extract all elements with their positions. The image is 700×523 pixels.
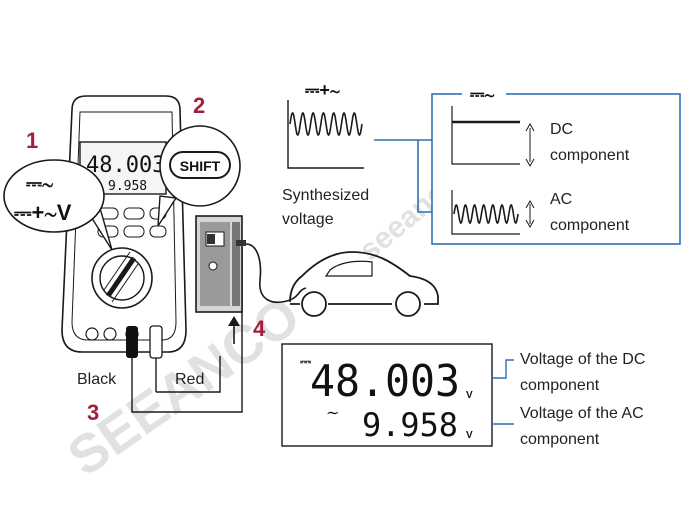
callout-dc-plus-ac-v-symbol: ⎓+∼V — [14, 200, 72, 225]
meter-display-sub: 9.958 — [108, 179, 147, 194]
synth-waveform — [289, 111, 363, 137]
black-lead-label: Black — [77, 371, 117, 388]
step-4: 4 — [253, 316, 266, 341]
components-symbol: ⎓∼ — [470, 84, 495, 104]
jack[interactable] — [85, 327, 99, 341]
ac-waveform — [453, 204, 519, 224]
meter-button[interactable] — [123, 225, 145, 238]
red-lead-wire — [156, 356, 221, 393]
multimeter: 48.003 9.958 — [61, 95, 187, 404]
electric-car — [289, 251, 439, 317]
black-probe-plug — [126, 326, 138, 358]
step-1: 1 — [26, 128, 38, 153]
charger-socket — [208, 261, 218, 271]
synth-symbol: ⎓+∼ — [305, 80, 340, 100]
lcd-ac-unit: V — [466, 430, 473, 441]
synth-label-1: Synthesized — [282, 187, 369, 204]
function-callout: ⎓∼ ⎓+∼V — [3, 159, 113, 251]
components-box: ⎓∼ DC component AC component — [431, 84, 681, 245]
ac-component-label-1: AC — [550, 191, 572, 208]
jack[interactable] — [103, 327, 117, 341]
car-body — [289, 251, 439, 305]
dc-component-label-2: component — [550, 147, 630, 164]
red-probe-plug — [149, 325, 163, 359]
lcd-ac-desc-2: component — [520, 431, 600, 448]
charging-cable — [245, 243, 307, 304]
shift-button[interactable] — [169, 151, 231, 179]
step-3: 3 — [87, 400, 99, 425]
lcd-dc-desc-2: component — [520, 377, 600, 394]
lcd-ac-symbol: ∼ — [326, 405, 339, 422]
callout-dc-ac-symbol: ⎓∼ — [26, 173, 54, 195]
black-lead-wire — [131, 240, 243, 413]
lcd-dc-unit: V — [466, 390, 473, 401]
lcd-reading: ⎓ 48.003 V ∼ 9.958 V Voltage of the DC c… — [281, 343, 645, 448]
shift-callout: SHIFT — [157, 125, 241, 227]
dc-component-label-1: DC — [550, 121, 573, 138]
meter-button[interactable] — [123, 207, 145, 220]
lcd-panel — [281, 343, 493, 447]
dial-pointer — [105, 256, 137, 298]
meter-display-main: 48.003 — [86, 153, 165, 178]
charging-station — [195, 215, 246, 313]
meter-display — [79, 141, 167, 195]
shift-key[interactable] — [149, 225, 167, 238]
step-2: 2 — [193, 93, 205, 118]
lcd-ac-value: 9.958 — [362, 406, 458, 444]
lcd-dc-symbol: ⎓ — [300, 353, 312, 369]
car-wheel-front — [395, 291, 421, 317]
ac-component-label-2: component — [550, 217, 630, 234]
red-lead-label: Red — [175, 371, 204, 388]
car-wheel-rear — [301, 291, 327, 317]
synth-label-2: voltage — [282, 211, 334, 228]
lcd-dc-desc-1: Voltage of the DC — [520, 351, 645, 368]
lcd-ac-desc-1: Voltage of the AC — [520, 405, 644, 422]
lcd-dc-value: 48.003 — [310, 356, 460, 407]
synth-voltage-graph: ⎓+∼ Synthesized voltage — [282, 80, 369, 228]
shift-button-label: SHIFT — [180, 158, 221, 174]
